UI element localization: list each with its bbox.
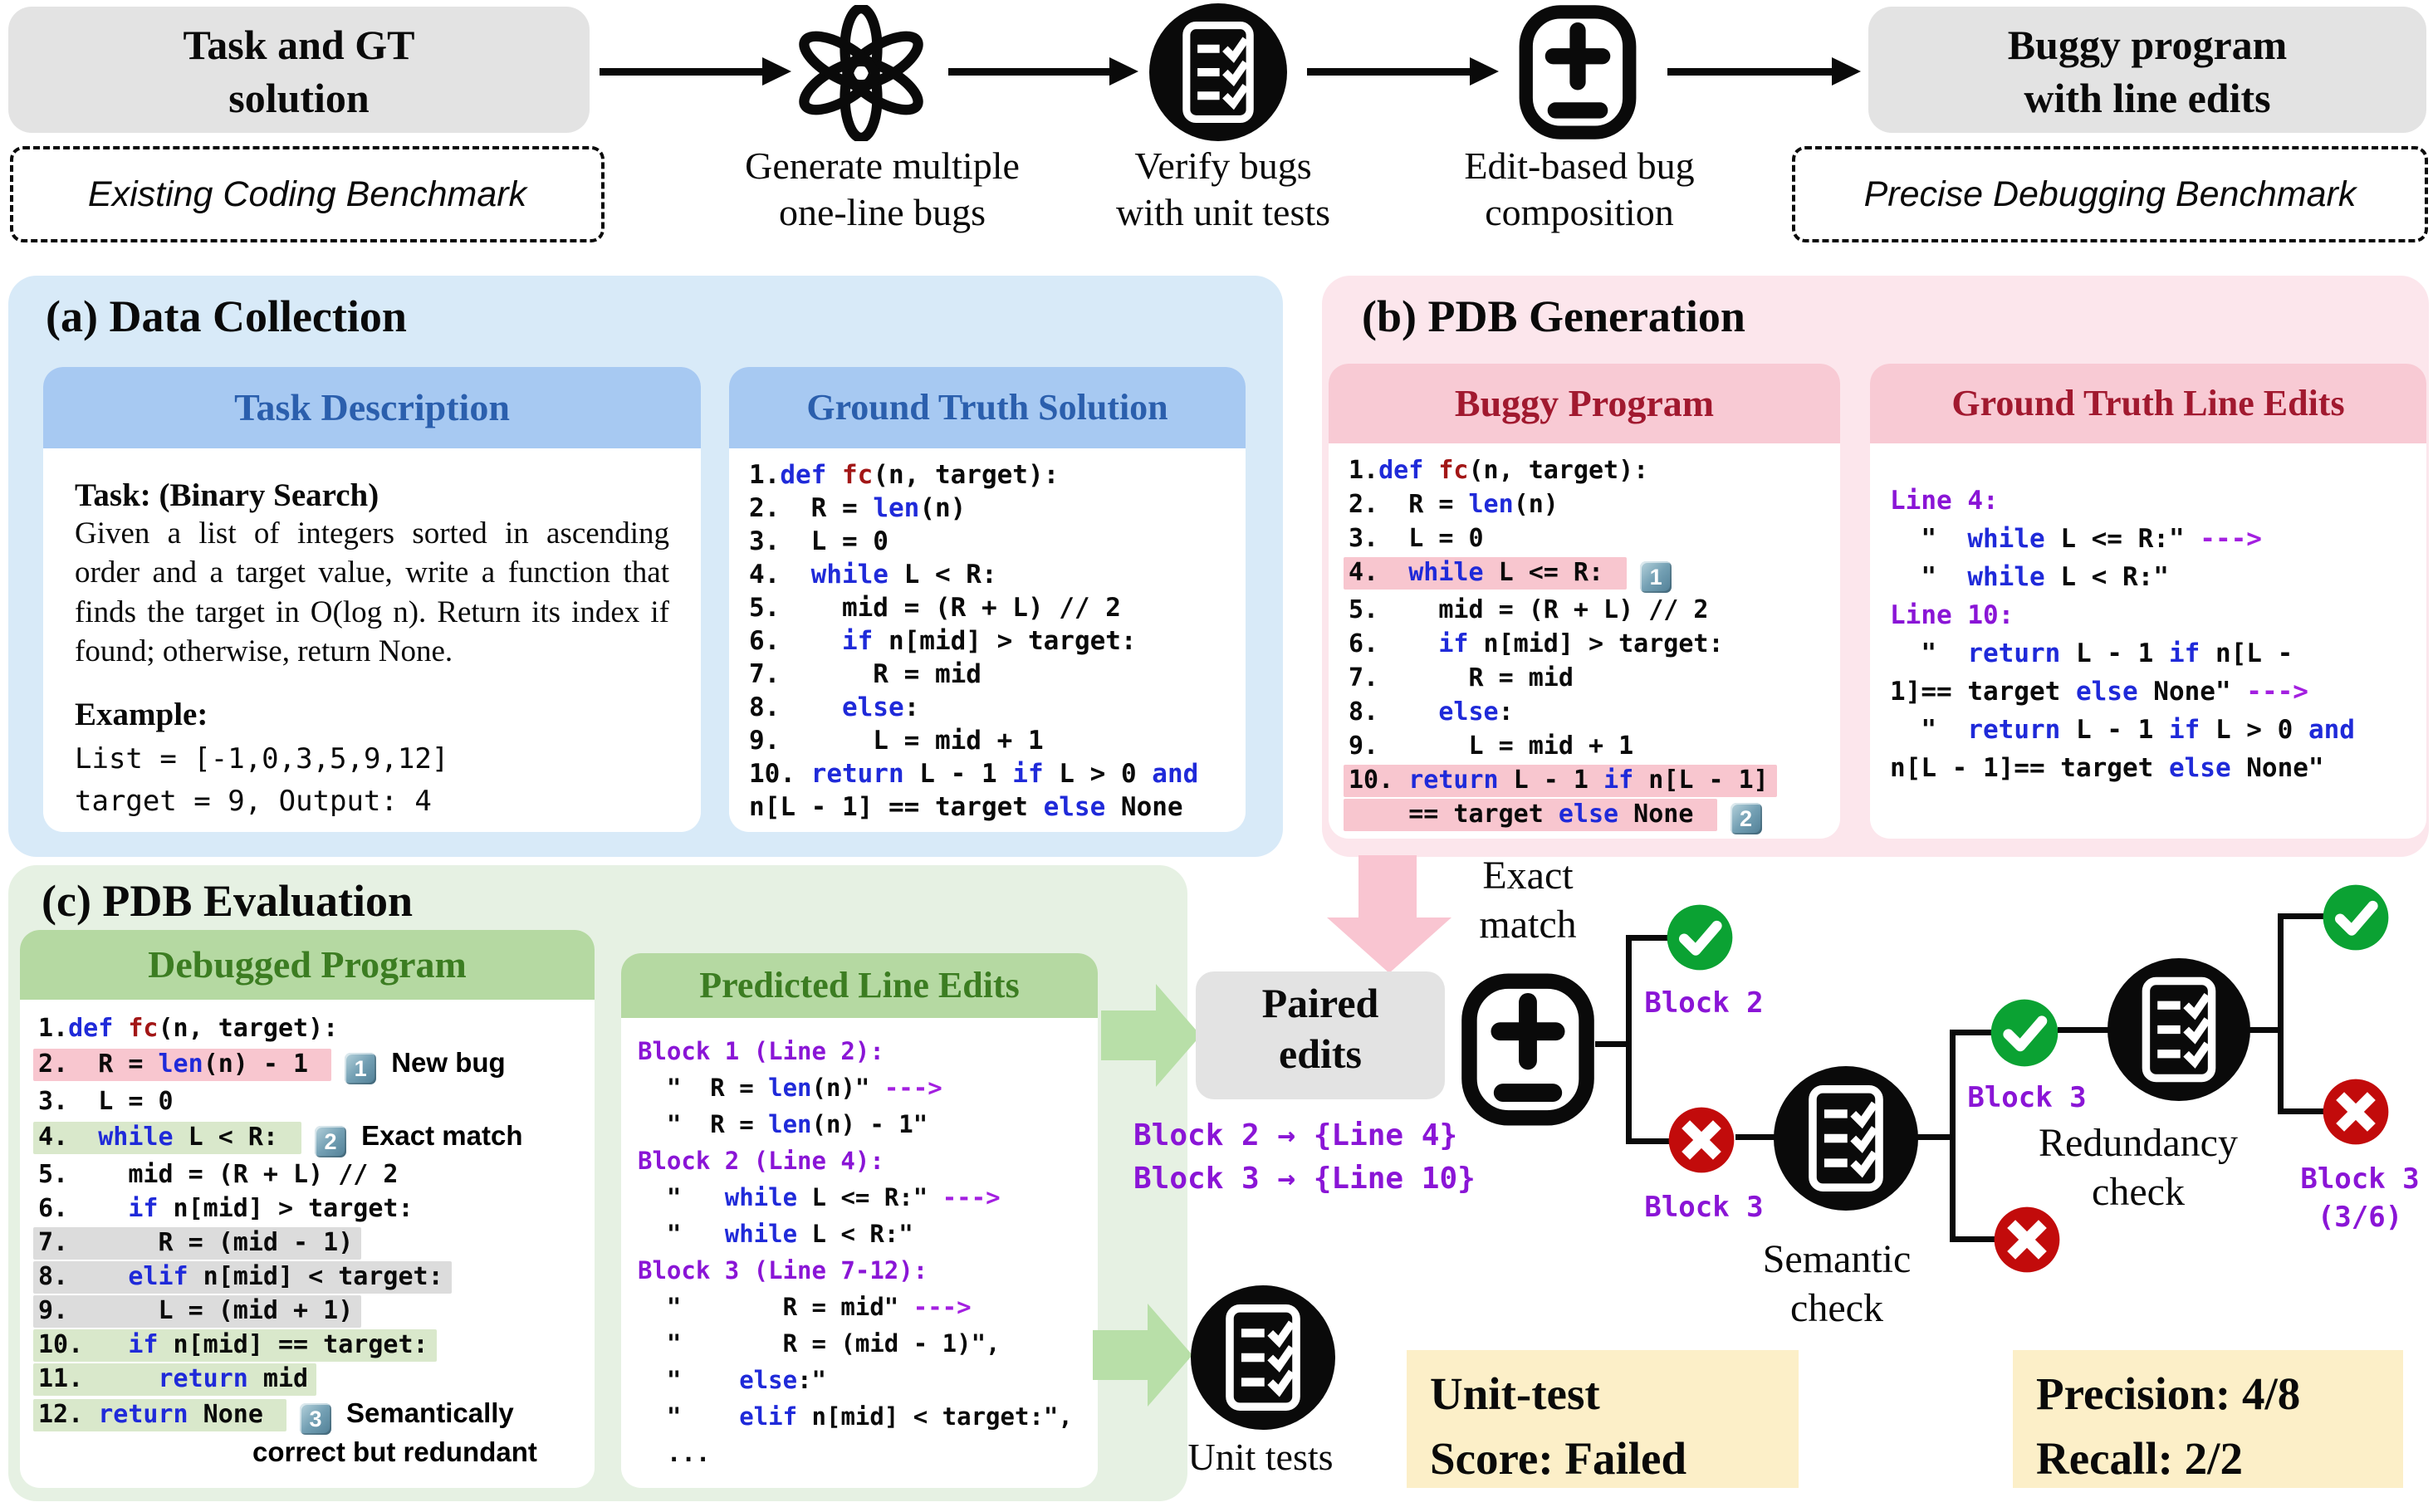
- check-icon: [1990, 998, 2059, 1068]
- wire: [2247, 1027, 2284, 1033]
- exact-match-label: Exact match: [1479, 854, 1577, 947]
- compose-caption: Edit-based bug composition: [1464, 144, 1695, 234]
- wire: [1626, 935, 1669, 941]
- arrow-compose-to-output: [1667, 57, 1861, 86]
- semantic-checklist-icon: [1774, 1066, 1918, 1211]
- cross-icon: [2322, 1078, 2390, 1146]
- wire: [2278, 1108, 2324, 1114]
- gt-line-edits-header: Ground Truth Line Edits: [1870, 364, 2426, 443]
- block-line-mapping: Block 2 → {Line 4} Block 3 → {Line 10}: [1133, 1118, 1476, 1196]
- buggy-program-card: Buggy Program 1.def fc(n, target):2. R =…: [1329, 364, 1840, 839]
- panel-a-title: (a) Data Collection: [46, 291, 407, 341]
- ground-truth-solution-card: Ground Truth Solution 1.def fc(n, target…: [729, 367, 1246, 832]
- example-code: List = [-1,0,3,5,9,12] target = 9, Outpu…: [75, 742, 449, 819]
- wire: [1626, 935, 1632, 1144]
- semantic-check-label: Semantic check: [1762, 1237, 1912, 1330]
- buggy-program-code: 1.def fc(n, target):2. R = len(n)3. L = …: [1329, 443, 1840, 834]
- wire: [1950, 1236, 1996, 1242]
- wire: [2278, 913, 2284, 1114]
- unit-test-score-box: Unit-test Score: Failed: [1407, 1350, 1799, 1488]
- debugged-program-card: Debugged Program 1.def fc(n, target):2. …: [20, 930, 595, 1488]
- block2-label: Block 2: [1644, 986, 1764, 1020]
- plus-minus-icon-flow: [1458, 968, 1598, 1131]
- wire: [2278, 913, 2324, 919]
- block3-pass-label: Block 3: [1967, 1081, 2087, 1114]
- pink-down-arrow: [1327, 855, 1451, 973]
- predicted-line-edits-card: Predicted Line Edits Block 1 (Line 2): "…: [621, 953, 1098, 1488]
- wire: [1735, 1134, 1777, 1140]
- verify-caption: Verify bugs with unit tests: [1115, 144, 1331, 234]
- ground-truth-solution-code: 1.def fc(n, target):2. R = len(n)3. L = …: [749, 460, 1199, 822]
- arrow-task-to-llm: [600, 57, 791, 86]
- checklist-icon: [1149, 3, 1287, 141]
- openai-logo-icon: [793, 2, 929, 144]
- panel-c-title: (c) PDB Evaluation: [42, 876, 414, 926]
- unit-tests-checklist-icon: [1191, 1285, 1335, 1430]
- paired-edits-box: Paired edits: [1196, 971, 1445, 1099]
- precise-benchmark-label: Precise Debugging Benchmark: [1863, 174, 2357, 214]
- task-description-card: Task Description Task: (Binary Search) G…: [43, 367, 701, 832]
- existing-benchmark-label: Existing Coding Benchmark: [87, 174, 527, 214]
- gt-line-edits-body: Line 4: " while L <= R:" ---> " while L …: [1890, 486, 2355, 783]
- redundancy-check-label: Redundancy check: [2039, 1121, 2238, 1214]
- wire: [1595, 1041, 1628, 1047]
- generate-caption: Generate multiple one-line bugs: [745, 144, 1020, 234]
- ground-truth-solution-header: Ground Truth Solution: [729, 367, 1246, 448]
- precise-benchmark-box: Precise Debugging Benchmark: [1792, 146, 2428, 242]
- redundancy-checklist-icon: [2107, 958, 2250, 1101]
- check-icon: [1666, 903, 1734, 971]
- arrow-verify-to-compose: [1307, 57, 1499, 86]
- block3-fraction-label: Block 3 (3/6): [2300, 1162, 2420, 1234]
- panel-b-title: (b) PDB Generation: [1362, 291, 1745, 341]
- buggy-program-header: Buggy Program: [1329, 364, 1840, 443]
- existing-benchmark-box: Existing Coding Benchmark: [10, 146, 605, 242]
- task-title: Task: (Binary Search): [75, 477, 379, 513]
- block3-semantic-label: Block 3: [1644, 1191, 1764, 1224]
- arrow-llm-to-verify: [948, 57, 1138, 86]
- wire: [1626, 1138, 1671, 1144]
- wire: [1950, 1030, 1956, 1242]
- task-gt-box: Task and GT solution: [8, 7, 590, 133]
- wire: [2058, 1027, 2109, 1033]
- buggy-output-box: Buggy program with line edits: [1868, 7, 2426, 133]
- gt-line-edits-card: Ground Truth Line Edits Line 4: " while …: [1870, 364, 2426, 839]
- predicted-line-edits-body: Block 1 (Line 2): " R = len(n)" ---> " R…: [638, 1037, 1073, 1467]
- predicted-line-edits-header: Predicted Line Edits: [621, 953, 1098, 1018]
- task-description-header: Task Description: [43, 367, 701, 448]
- cross-icon: [1993, 1206, 2061, 1274]
- cross-icon: [1667, 1106, 1735, 1174]
- green-arrow-unit-tests: [1093, 1304, 1192, 1407]
- wire: [1950, 1030, 1993, 1035]
- plus-minus-icon: [1505, 3, 1651, 141]
- task-body: Given a list of integers sorted in ascen…: [75, 516, 669, 669]
- green-arrow-paired-edits: [1101, 984, 1201, 1087]
- unit-tests-label: Unit tests: [1187, 1436, 1334, 1478]
- example-label: Example:: [75, 697, 208, 733]
- check-icon: [2322, 883, 2390, 952]
- wire: [1917, 1134, 1951, 1140]
- metrics-box: Precision: 4/8 Recall: 2/2: [2013, 1350, 2403, 1488]
- debugged-program-header: Debugged Program: [20, 930, 595, 1000]
